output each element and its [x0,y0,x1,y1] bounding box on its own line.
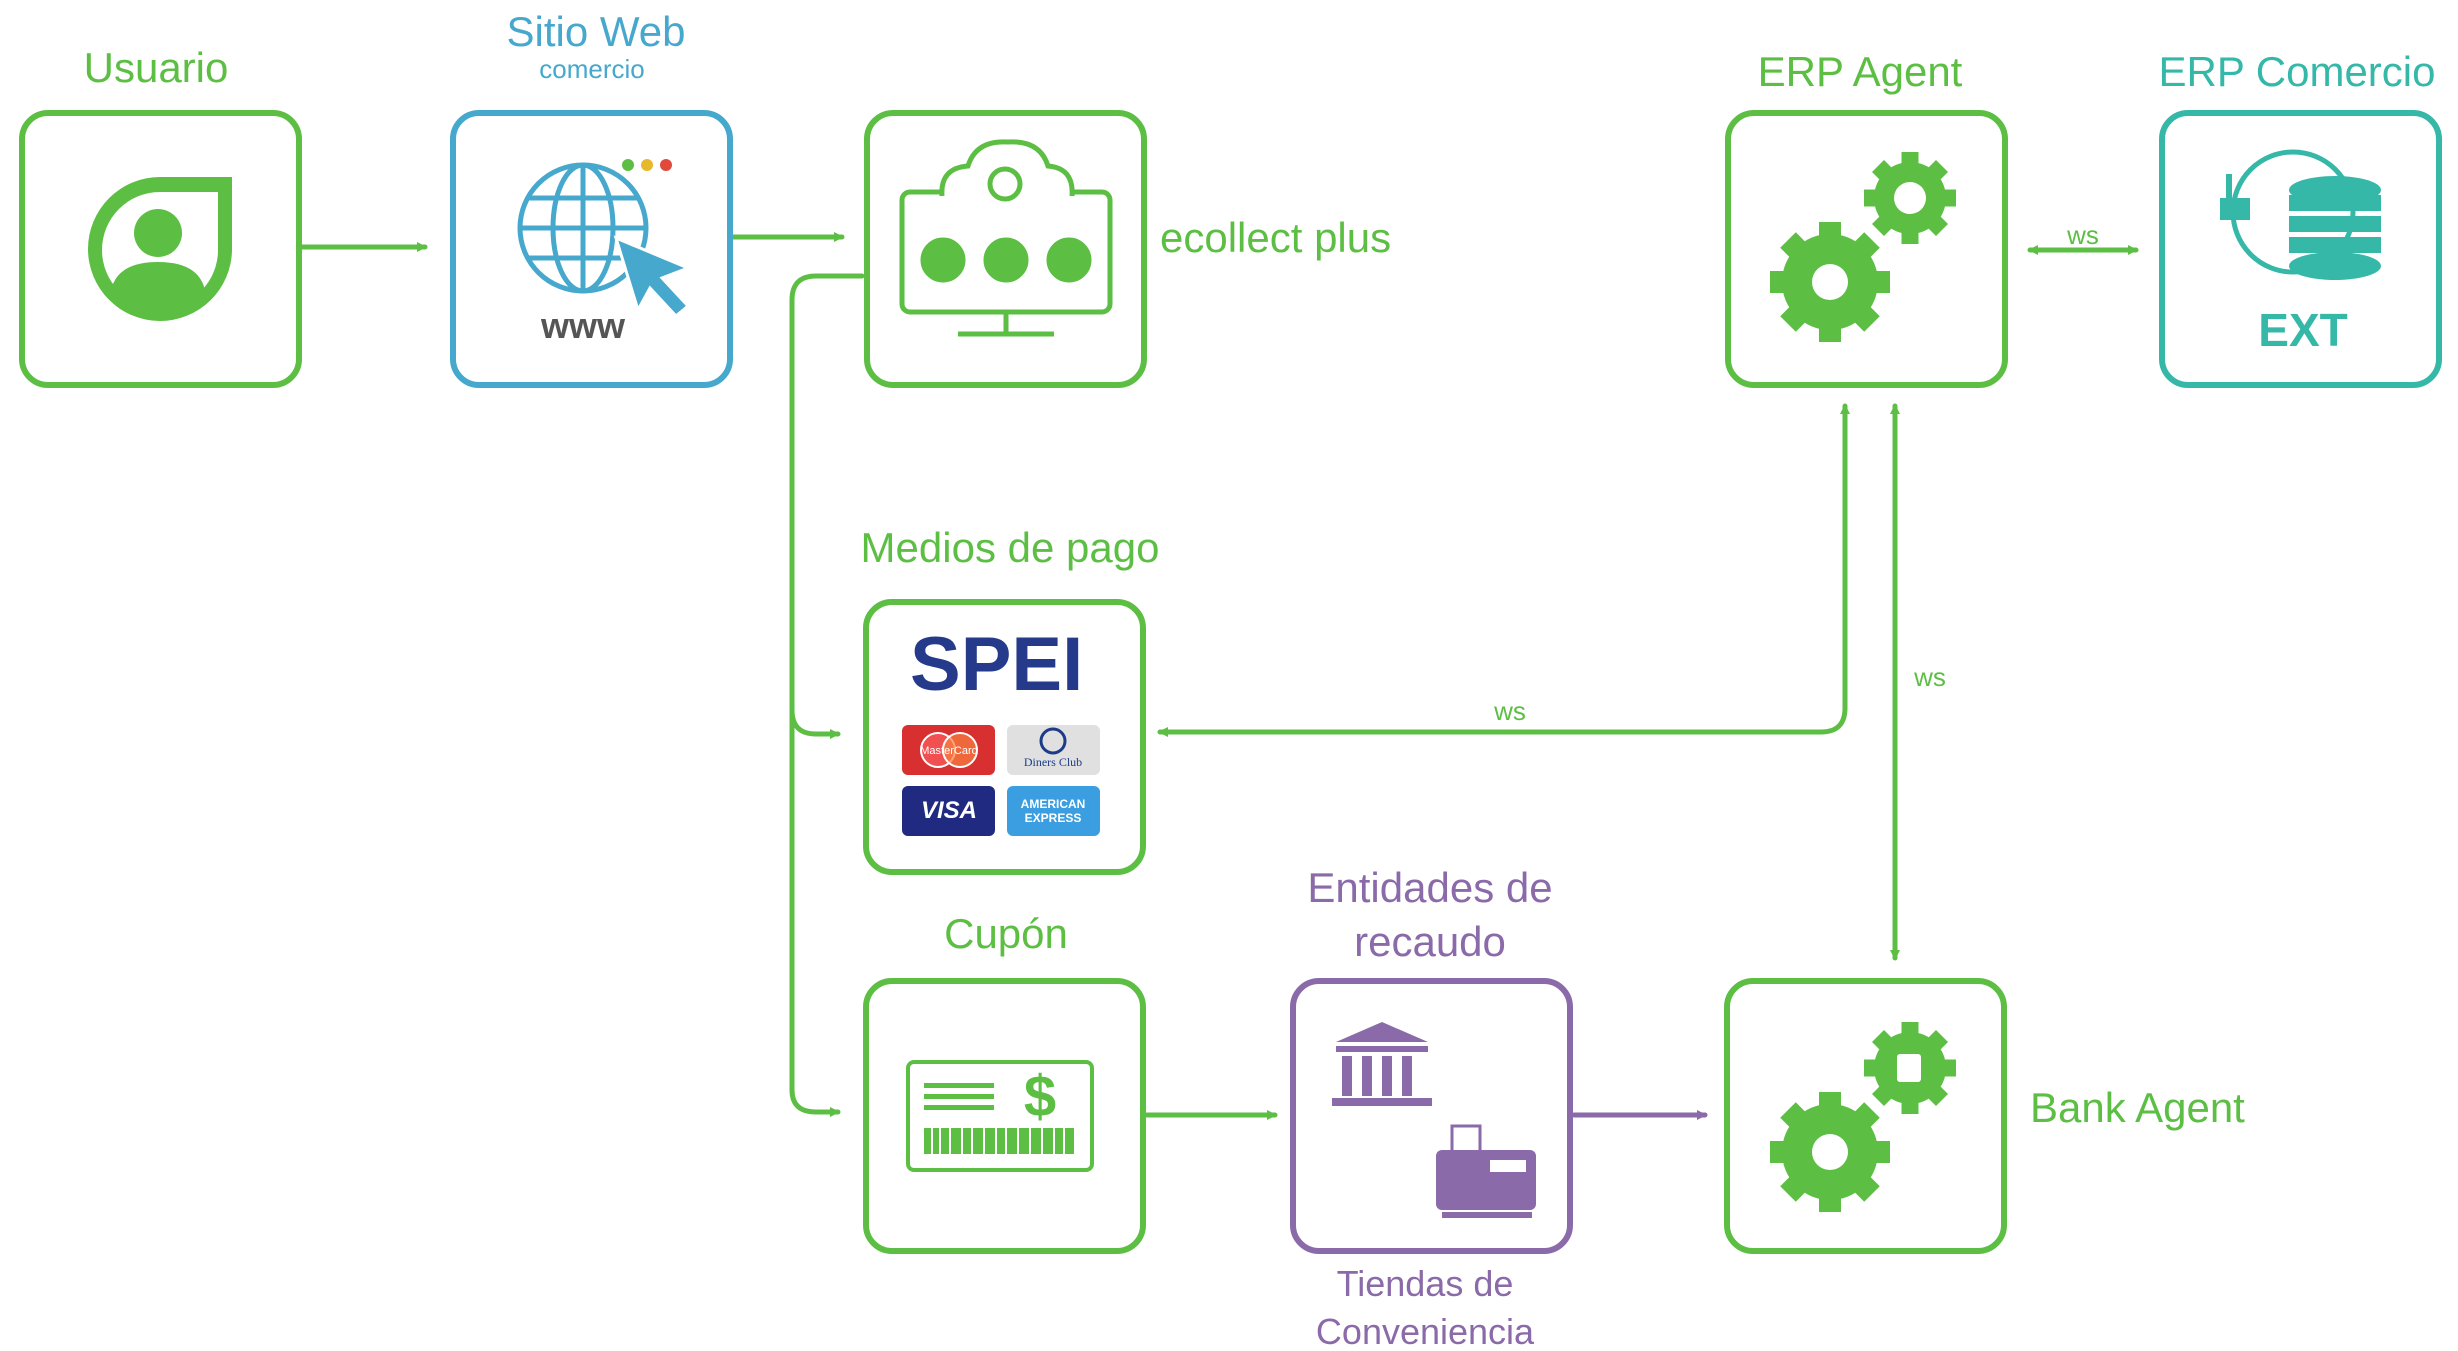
spei-logo: SPEI [910,622,1083,707]
medios-pago-label: Medios de pago [861,524,1160,571]
erp-comercio-label: ERP Comercio [2159,48,2436,95]
node-erp-agent: ERP Agent [1725,48,2008,388]
cloud-monitor-icon [899,139,1113,337]
www-text: www [540,305,626,346]
database-plug-icon [2220,149,2381,280]
cupon-label: Cupón [944,910,1068,957]
node-ecollect: ecollect plus [864,110,1391,388]
amex-logo: AMERICAN EXPRESS [1007,786,1100,836]
sitio-web-box [450,110,733,388]
svg-text:AMERICAN: AMERICAN [1021,797,1086,811]
bank-register-icon [1332,1022,1536,1218]
svg-text:MasterCard: MasterCard [920,745,977,757]
ws-label-erp-ext: ws [2066,220,2099,250]
cupon-box [863,978,1146,1254]
sitio-web-label: Sitio Web [507,8,686,55]
user-icon [88,177,232,321]
node-usuario: Usuario [19,44,302,388]
erp-agent-label: ERP Agent [1758,48,1963,95]
ext-text: EXT [2258,304,2347,356]
sitio-web-sublabel: comercio [539,54,644,84]
usuario-label: Usuario [84,44,229,91]
edge-branch-medios [789,707,841,739]
ws-label-erp-medios: ws [1493,696,1526,726]
tiendas-label-line1: Tiendas de [1337,1263,1514,1304]
svg-text:VISA: VISA [921,797,977,824]
bank-agent-label: Bank Agent [2030,1084,2245,1131]
node-entidades: Entidades de recaudo [1290,864,1573,1254]
edge-erp-medios [1157,403,1850,737]
edge-ecollect-branch [789,273,865,1117]
svg-text:Diners Club: Diners Club [1024,755,1082,769]
svg-text:EXPRESS: EXPRESS [1025,811,1082,825]
node-bank-agent: Bank Agent [1724,978,2245,1254]
dollar-sign: $ [1024,1064,1056,1129]
node-sitio-web: Sitio Web comercio www [450,8,733,388]
ecollect-label: ecollect plus [1160,214,1391,261]
node-cupon: Cupón $ [863,910,1146,1254]
tiendas-label-line2: Conveniencia [1316,1311,1535,1351]
gears-icon [1770,152,1956,342]
visa-logo: VISA [902,786,995,836]
ws-label-erp-bank: ws [1913,662,1946,692]
gears-icon [1770,1022,1956,1212]
diners-club-logo: Diners Club [1007,725,1100,775]
node-erp-comercio: ERP Comercio EXT [2159,48,2442,388]
node-medios-pago: Medios de pago SPEI MasterCard Diners Cl… [861,524,1160,875]
globe-cursor-icon [517,159,693,319]
entidades-label-line1: Entidades de [1307,864,1552,911]
entidades-box [1290,978,1573,1254]
coupon-barcode-icon [906,1060,1094,1172]
entidades-label-line2: recaudo [1354,918,1506,965]
mastercard-logo: MasterCard [902,725,995,775]
edges [297,232,2139,1120]
